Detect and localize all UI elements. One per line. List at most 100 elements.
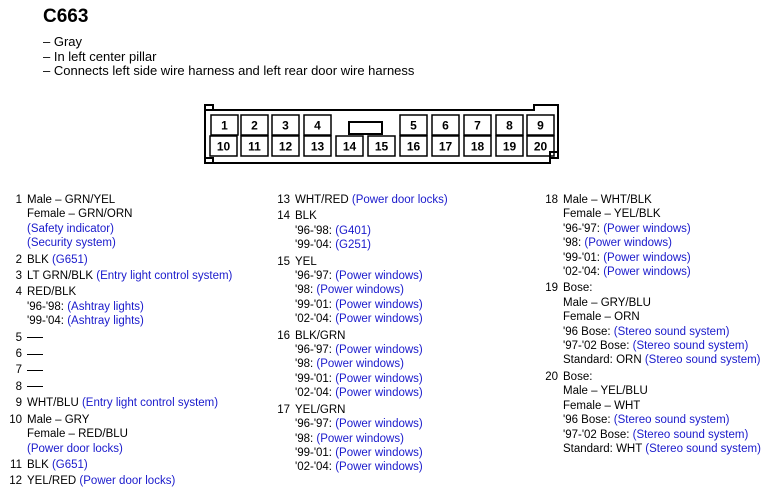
connector-pin-label: 15 bbox=[375, 140, 389, 154]
pin-number: 12 bbox=[9, 475, 22, 488]
wire-color-text: YEL/GRN bbox=[295, 403, 346, 416]
wire-color-text: BLK bbox=[27, 253, 52, 266]
pin-entry-line: YEL bbox=[295, 255, 448, 269]
circuit-reference: (Power windows) bbox=[335, 418, 423, 431]
entry-spacer bbox=[538, 456, 761, 458]
connector-pin-cell bbox=[463, 135, 492, 157]
pin-entry-line: Female – WHT bbox=[563, 399, 761, 413]
pin-entry-line: (Security system) bbox=[27, 236, 232, 250]
circuit-reference: (Power windows) bbox=[335, 461, 423, 474]
wire-color-text: '99-'01: bbox=[295, 372, 336, 385]
pin-entry-line: '96-'97: (Power windows) bbox=[295, 343, 448, 357]
pin-number: 19 bbox=[545, 282, 558, 295]
circuit-reference: (Entry light control system) bbox=[81, 397, 219, 410]
connector-pin-label: 1 bbox=[221, 119, 228, 133]
pin-entry: 7 bbox=[6, 363, 232, 377]
connector-pin-label: 12 bbox=[279, 140, 293, 154]
connector-pin-label: 18 bbox=[471, 140, 485, 154]
pin-entry-line: '99-'01: (Power windows) bbox=[295, 298, 448, 312]
pin-entry-line: Female – GRN/ORN bbox=[27, 207, 232, 221]
pin-entry-line: '02-'04: (Power windows) bbox=[295, 460, 448, 474]
pin-entry: 6 bbox=[6, 347, 232, 361]
pin-entry-line: '96-'97: (Power windows) bbox=[295, 269, 448, 283]
pin-number: 2 bbox=[15, 253, 22, 266]
wire-color-text: Standard: WHT bbox=[563, 442, 646, 455]
pin-entry: 8 bbox=[6, 380, 232, 394]
pin-entry-line: '98: (Power windows) bbox=[563, 236, 761, 250]
connector-pin-label: 16 bbox=[407, 140, 421, 154]
circuit-reference: (Power door locks) bbox=[27, 442, 123, 455]
wire-color-text: '98: bbox=[563, 237, 585, 250]
connector-pin-label: 3 bbox=[282, 119, 289, 133]
connector-housing-left bbox=[204, 109, 214, 163]
pin-entry-line: '02-'04: (Power windows) bbox=[563, 265, 761, 279]
connector-pin-cell bbox=[210, 114, 239, 136]
wire-color-text: Female – YEL/BLK bbox=[563, 208, 661, 221]
pin-entry-line: (Safety indicator) bbox=[27, 222, 232, 236]
circuit-reference: (Power windows) bbox=[603, 266, 691, 279]
connector-housing-right bbox=[549, 104, 559, 163]
pin-entry-line: '99-'01: (Power windows) bbox=[295, 446, 448, 460]
pin-entry: 5 bbox=[6, 331, 232, 345]
circuit-reference: (G651) bbox=[51, 253, 88, 266]
connector-pin-label: 7 bbox=[474, 119, 481, 133]
pin-entry-line: Male – YEL/BLU bbox=[563, 384, 761, 398]
circuit-reference: (Ashtray lights) bbox=[67, 300, 144, 313]
pin-entry-line: BLK (G651) bbox=[27, 253, 232, 267]
pin-entry-line: '02-'04: (Power windows) bbox=[295, 312, 448, 326]
wire-color-text: Bose: bbox=[563, 282, 593, 295]
wire-color-text: '96-'97: bbox=[295, 270, 336, 283]
pin-entry-line: BLK/GRN bbox=[295, 329, 448, 343]
pin-entry-line bbox=[27, 380, 232, 394]
connector-pin-label: 11 bbox=[248, 140, 261, 154]
pin-entry-line: '97-'02 Bose: (Stereo sound system) bbox=[563, 339, 761, 353]
connector-pin-label: 20 bbox=[534, 140, 548, 154]
pin-entry-line bbox=[27, 347, 232, 361]
connector-pin-cell bbox=[240, 114, 269, 136]
pin-entry: 2 BLK (G651) bbox=[6, 253, 232, 267]
pin-entry-line: Female – ORN bbox=[563, 310, 761, 324]
wire-color-text: '99-'01: bbox=[563, 251, 604, 264]
circuit-reference: (Stereo sound system) bbox=[644, 354, 761, 367]
wire-color-text: '99-'04: bbox=[27, 315, 68, 328]
wire-color-text: '98: bbox=[295, 432, 317, 445]
pin-number: 9 bbox=[15, 397, 22, 410]
connector-pin-label: 8 bbox=[506, 119, 513, 133]
wire-color-text: Male – YEL/BLU bbox=[563, 385, 648, 398]
pin-number: 10 bbox=[9, 413, 22, 426]
pin-number: 11 bbox=[10, 458, 22, 471]
connector-pin-cell bbox=[526, 135, 555, 157]
connector-description: – Gray – In left center pillar – Connect… bbox=[43, 34, 415, 79]
pin-entry-line: RED/BLK bbox=[27, 285, 232, 299]
connector-pin-label: 10 bbox=[217, 140, 231, 154]
wire-color-text: Female – WHT bbox=[563, 399, 641, 412]
pin-entry-line: YEL/RED (Power door locks) bbox=[27, 474, 232, 488]
pin-entry-line: '98: (Power windows) bbox=[295, 357, 448, 371]
circuit-reference: (G401) bbox=[335, 224, 371, 237]
connector-pin-cell bbox=[463, 114, 492, 136]
wire-color-text: '02-'04: bbox=[295, 387, 336, 400]
pin-number: 17 bbox=[277, 403, 290, 416]
pin-entry-line: '02-'04: (Power windows) bbox=[295, 386, 448, 400]
wire-color-text: YEL bbox=[295, 255, 317, 268]
pin-number: 20 bbox=[545, 370, 558, 383]
pin-entry-line: '99-'01: (Power windows) bbox=[563, 251, 761, 265]
connector-pin-label: 4 bbox=[314, 119, 321, 133]
circuit-reference: (Stereo sound system) bbox=[645, 442, 761, 455]
circuit-reference: (Power windows) bbox=[316, 432, 404, 445]
circuit-reference: (Stereo sound system) bbox=[632, 428, 749, 441]
connector-pin-cell bbox=[271, 135, 300, 157]
wire-color-text: Female – RED/BLU bbox=[27, 428, 128, 441]
connector-pin-label: 13 bbox=[311, 140, 325, 154]
circuit-reference: (Power windows) bbox=[335, 313, 423, 326]
connector-pin-label: 19 bbox=[503, 140, 517, 154]
description-line: – Connects left side wire harness and le… bbox=[43, 63, 415, 78]
wire-color-text: Male – WHT/BLK bbox=[563, 194, 652, 206]
